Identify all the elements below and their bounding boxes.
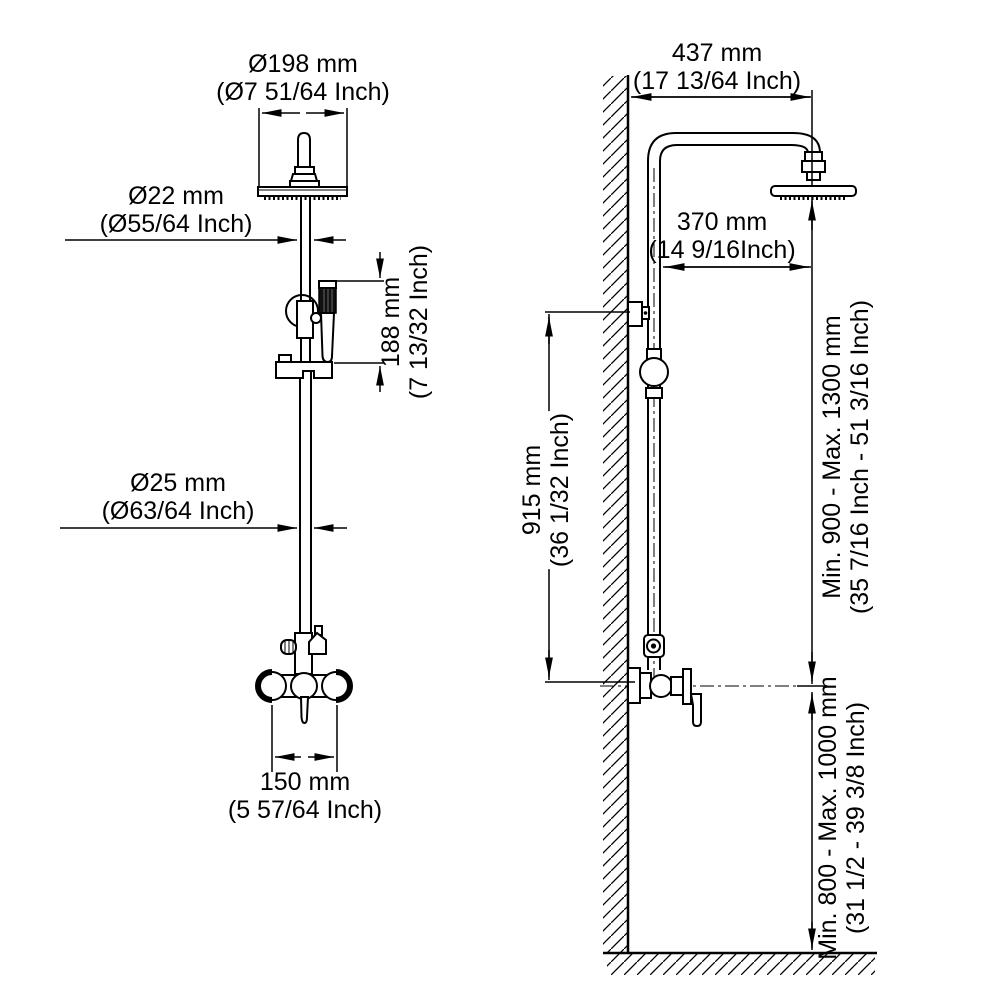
dim-value-inch: (36 1/32 Inch)	[546, 412, 574, 568]
dim-value-inch: (Ø63/64 Inch)	[101, 497, 255, 525]
dim-value-mm: Ø25 mm	[130, 469, 226, 497]
dim-value-inch: (7 13/32 Inch)	[405, 244, 433, 400]
hand-shower-assembly	[275, 280, 337, 379]
dim-value-mm: 188 mm	[377, 276, 405, 368]
dim-label-hand-shower-length: 188 mm (7 13/32 Inch)	[377, 245, 433, 399]
wall-bracket	[627, 301, 650, 327]
dim-value-mm: Min. 800 - Max. 1000 mm	[814, 676, 842, 960]
mixer-lever-front	[299, 696, 310, 725]
dim-label-slide-bar-length: 915 mm (36 1/32 Inch)	[518, 410, 574, 570]
dim-label-head-wall-offset: 370 mm (14 9/16Inch)	[648, 208, 795, 264]
dim-value-mm: 915 mm	[518, 444, 546, 536]
dim-value-mm: Ø22 mm	[128, 182, 224, 210]
dim-value-mm: Ø198 mm	[248, 50, 358, 78]
dim-value-inch: (14 9/16Inch)	[648, 236, 796, 264]
dim-value-mm: 370 mm	[676, 208, 768, 236]
dim-value-mm: Min. 900 - Max. 1300 mm	[818, 315, 846, 599]
dim-value-inch: (Ø7 51/64 Inch)	[216, 78, 390, 106]
front-view-dimensions	[60, 108, 384, 772]
dim-label-lower-pipe-diameter: Ø25 mm (Ø63/64 Inch)	[102, 469, 255, 525]
mixer-valve-side	[627, 667, 702, 728]
dim-label-head-height-range: Min. 900 - Max. 1300 mm (35 7/16 Inch - …	[818, 300, 874, 614]
shower-arm-front	[289, 131, 320, 188]
shower-head-side	[770, 185, 857, 200]
mixer-lever-side	[689, 693, 702, 728]
dim-value-inch: (Ø55/64 Inch)	[99, 210, 253, 238]
dim-value-mm: 437 mm	[671, 39, 763, 67]
dim-value-inch: (35 7/16 Inch - 51 3/16 Inch)	[846, 299, 874, 615]
dim-label-head-diameter: Ø198 mm (Ø7 51/64 Inch)	[216, 50, 390, 106]
wall	[603, 75, 630, 953]
dim-label-valve-height-range: Min. 800 - Max. 1000 mm (31 1/2 - 39 3/8…	[814, 676, 870, 959]
holder-knob	[310, 312, 322, 324]
shower-head-front	[257, 186, 348, 200]
lower-clamp	[643, 634, 665, 658]
side-view-drawing	[600, 75, 877, 975]
shower-arm-side	[647, 132, 826, 181]
riser-pipe-side	[647, 161, 661, 670]
slider-ball-joint	[639, 348, 669, 399]
mixer-valve-front	[255, 669, 353, 725]
dim-label-arm-reach: 437 mm (17 13/64 Inch)	[633, 39, 801, 95]
dim-value-inch: (5 57/64 Inch)	[227, 796, 383, 824]
floor	[603, 951, 877, 975]
dim-value-inch: (17 13/64 Inch)	[632, 67, 802, 95]
dim-value-mm: 150 mm	[259, 768, 351, 796]
dim-label-upper-pipe-diameter: Ø22 mm (Ø55/64 Inch)	[100, 182, 253, 238]
front-view-drawing	[255, 131, 353, 725]
hand-shower-handle	[319, 312, 336, 364]
slider-clamp	[275, 361, 333, 379]
dim-value-inch: (31 1/2 - 39 3/8 Inch)	[842, 701, 870, 935]
riser-pipe-front	[299, 196, 312, 634]
dim-label-valve-connection-spacing: 150 mm (5 57/64 Inch)	[228, 768, 382, 824]
diverter-front	[280, 625, 327, 675]
